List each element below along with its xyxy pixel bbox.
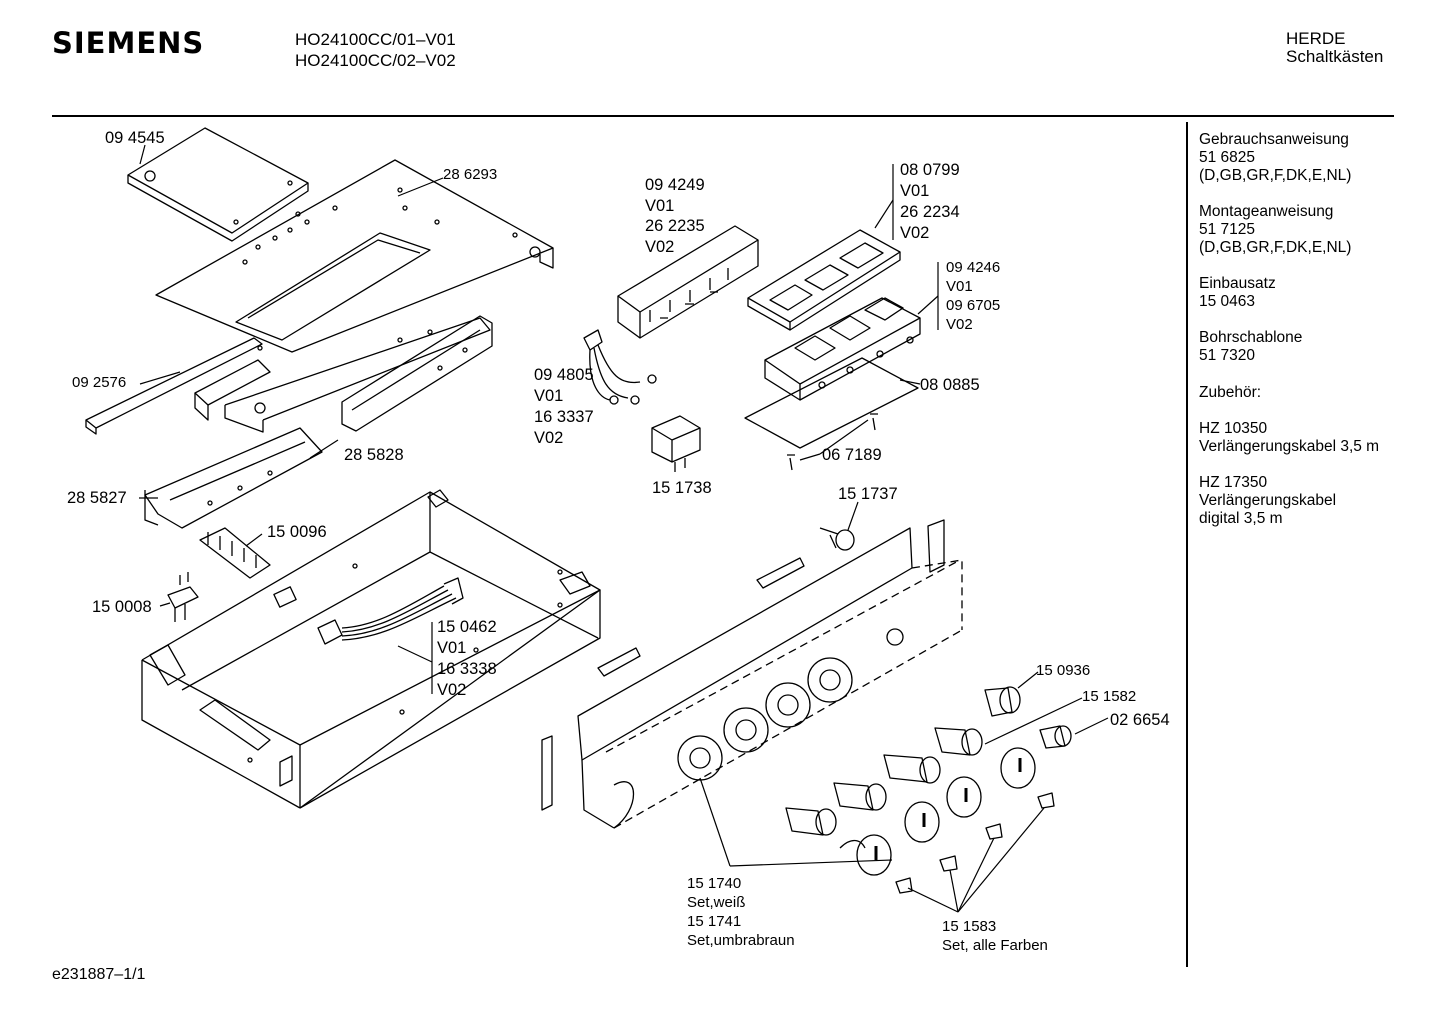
label-part-080799-v01: V01 <box>900 182 930 200</box>
label-part-067189: 06 7189 <box>822 446 882 464</box>
label-part-151738: 15 1738 <box>652 479 712 497</box>
drawing-code: e231887–1/1 <box>52 966 146 983</box>
sidebar-doc-languages: (D,GB,GR,F,DK,E,NL) <box>1199 167 1352 184</box>
label-part-096705-v02: V02 <box>946 316 973 333</box>
label-part-096705: 09 6705 <box>946 297 1001 314</box>
sidebar-divider <box>1186 122 1188 967</box>
part-cap-026654 <box>1039 725 1072 749</box>
sidebar-kit-title: Einbausatz <box>1199 275 1276 292</box>
part-connector-150008 <box>167 572 199 622</box>
label-part-151582: 15 1582 <box>1082 688 1137 705</box>
label-part-286293: 28 6293 <box>443 166 498 183</box>
sidebar-kit-number: 15 0463 <box>1199 293 1256 310</box>
part-screws <box>787 413 878 471</box>
sidebar-mount-title: Montageanweisung <box>1199 203 1334 220</box>
sidebar-template-number: 51 7320 <box>1199 347 1256 364</box>
category-title: HERDE <box>1286 29 1346 48</box>
model-number-1: HO24100CC/01–V01 <box>295 30 456 49</box>
label-part-151583: 15 1583 <box>942 918 997 935</box>
label-part-150096: 15 0096 <box>267 523 327 541</box>
part-clips <box>895 792 1055 894</box>
label-part-262235: 26 2235 <box>645 217 705 235</box>
label-part-163338: 16 3338 <box>437 660 497 678</box>
label-part-285827: 28 5827 <box>67 489 127 507</box>
label-part-094545: 09 4545 <box>105 129 165 147</box>
label-part-285828: 28 5828 <box>344 446 404 464</box>
part-indicator-lamp <box>819 527 855 551</box>
part-switch-frame <box>747 229 901 331</box>
label-part-151740: 15 1740 <box>687 875 742 892</box>
brand-logo: SIEMENS <box>52 26 205 60</box>
part-housing-box <box>141 489 601 809</box>
label-part-262235-v02: V02 <box>645 238 675 256</box>
label-part-094249-v01: V01 <box>645 197 675 215</box>
part-wire-harness <box>317 577 464 645</box>
sidebar-mount-number: 51 7125 <box>1199 221 1256 238</box>
part-control-panel <box>541 519 963 829</box>
label-part-150462-v01: V01 <box>437 639 467 657</box>
label-part-094246: 09 4246 <box>946 259 1001 276</box>
label-part-262234-v02: V02 <box>900 224 930 242</box>
sidebar-accessory-2-desc: Verlängerungskabel <box>1199 492 1337 509</box>
category-subtitle: Schaltkästen <box>1286 47 1384 66</box>
label-part-163337: 16 3337 <box>534 408 594 426</box>
exploded-parts-drawing <box>85 127 1109 913</box>
part-rail-28-5828 <box>341 315 493 432</box>
sidebar-accessory-2-desc-2: digital 3,5 m <box>1199 510 1283 527</box>
label-part-163338-v02: V02 <box>437 681 467 699</box>
sidebar-doc-number: 51 6825 <box>1199 149 1256 166</box>
label-part-163337-v02: V02 <box>534 429 564 447</box>
label-part-151740-desc: Set,weiß <box>687 894 746 911</box>
label-part-094805-v01: V01 <box>534 387 564 405</box>
label-part-094805: 09 4805 <box>534 366 594 384</box>
label-part-080885: 08 0885 <box>920 376 980 394</box>
sidebar-doc-title: Gebrauchsanweisung <box>1199 131 1349 148</box>
label-part-080799: 08 0799 <box>900 161 960 179</box>
sidebar-accessory-1-desc: Verlängerungskabel 3,5 m <box>1199 438 1380 455</box>
label-part-151737: 15 1737 <box>838 485 898 503</box>
part-switch-module <box>764 297 921 401</box>
part-rail-28-5827 <box>144 427 323 529</box>
model-number-2: HO24100CC/02–V02 <box>295 51 456 70</box>
part-cover-plate <box>127 127 309 242</box>
sidebar-mount-languages: (D,GB,GR,F,DK,E,NL) <box>1199 239 1352 256</box>
part-knob-shafts <box>785 686 1021 836</box>
header-divider <box>52 115 1394 117</box>
leader-lines <box>139 144 1109 913</box>
label-part-094246-v01: V01 <box>946 278 973 295</box>
label-part-026654: 02 6654 <box>1110 711 1170 729</box>
label-part-151583-desc: Set, alle Farben <box>942 937 1048 954</box>
sidebar-accessory-2-code: HZ 17350 <box>1199 474 1268 491</box>
label-part-150936: 15 0936 <box>1036 662 1091 679</box>
label-part-151741: 15 1741 <box>687 913 742 930</box>
sidebar-template-title: Bohrschablone <box>1199 329 1303 346</box>
sidebar-accessory-1-code: HZ 10350 <box>1199 420 1268 437</box>
part-terminal-block <box>199 527 271 579</box>
label-part-094249: 09 4249 <box>645 176 705 194</box>
label-part-092576: 09 2576 <box>72 374 127 391</box>
part-switch-block-left <box>617 225 759 339</box>
part-cable-set <box>583 329 657 405</box>
part-insulation-plate <box>744 357 919 449</box>
part-knobs <box>839 747 1036 876</box>
part-long-bracket <box>85 337 263 435</box>
label-part-150008: 15 0008 <box>92 598 152 616</box>
part-top-plate <box>155 159 554 353</box>
part-transformer <box>651 415 701 472</box>
label-part-262234: 26 2234 <box>900 203 960 221</box>
part-channel-bracket <box>194 317 491 433</box>
sidebar-accessories-title: Zubehör: <box>1199 384 1262 401</box>
label-part-151741-desc: Set,umbrabraun <box>687 932 795 949</box>
label-part-150462: 15 0462 <box>437 618 497 636</box>
